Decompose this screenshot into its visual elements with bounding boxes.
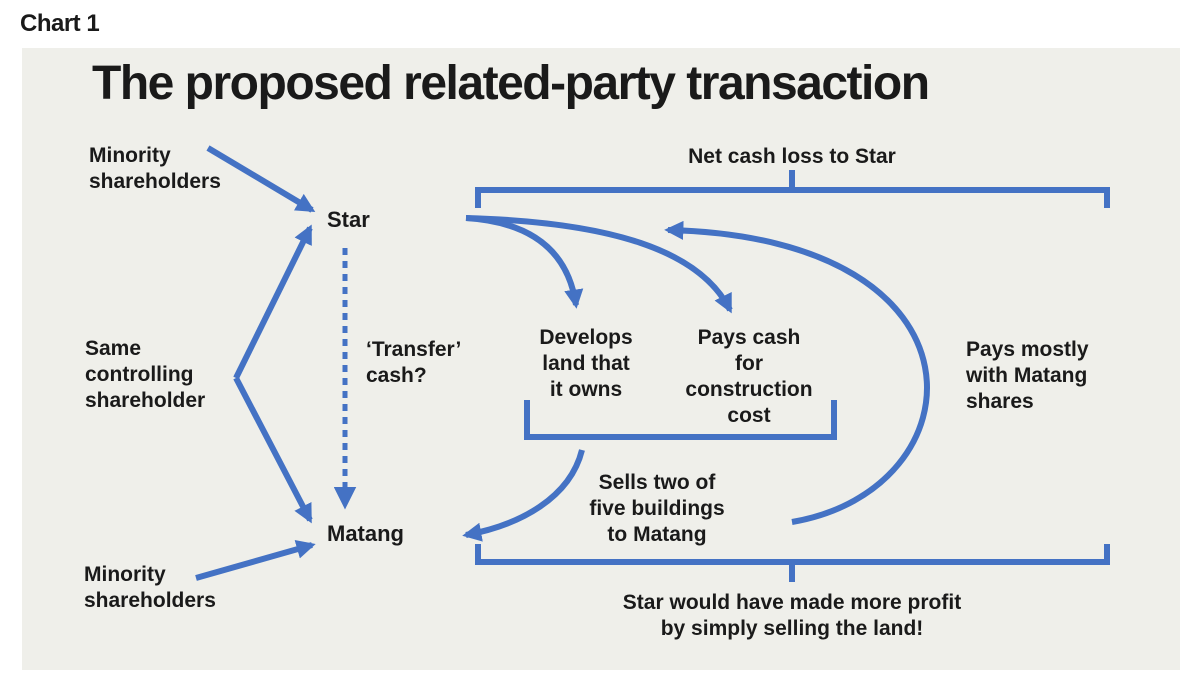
label-pays-cash: Pays cash for construction cost	[685, 326, 813, 427]
bracket-development	[524, 400, 837, 440]
label-transfer-cash: ‘Transfer’ cash?	[366, 338, 462, 387]
arrow-star-to-pays-cash	[465, 215, 733, 314]
label-minority-shareholders-top: Minority shareholders	[89, 144, 221, 193]
label-minority-shareholders-bottom: Minority shareholders	[84, 563, 216, 612]
label-develops-land: Develops land that it owns	[539, 326, 633, 401]
diagram-title: The proposed related-party transaction	[92, 57, 930, 110]
node-matang: Matang	[327, 521, 404, 546]
arrow-controller-to-star	[233, 224, 313, 380]
label-pays-mostly: Pays mostly with Matang shares	[966, 338, 1089, 413]
node-star: Star	[327, 207, 370, 232]
bracket-more-profit	[475, 544, 1110, 582]
arrow-sells-to-matang	[462, 449, 585, 542]
label-more-profit: Star would have made more profit by simp…	[622, 591, 962, 640]
arrow-pays-to-star	[664, 220, 930, 525]
arrow-controller-to-matang	[233, 376, 313, 524]
arrow-minority-to-matang	[195, 539, 316, 581]
label-net-cash-loss: Net cash loss to Star	[688, 145, 896, 168]
label-same-controlling-shareholder: Same controlling shareholder	[85, 337, 206, 412]
arrow-star-to-develops	[465, 215, 584, 309]
arrow-minority-to-star	[206, 145, 316, 213]
chart-tag: Chart 1	[20, 10, 100, 37]
bracket-net-cash-loss	[475, 170, 1110, 208]
label-sells-buildings: Sells two of five buildings to Matang	[589, 471, 725, 546]
